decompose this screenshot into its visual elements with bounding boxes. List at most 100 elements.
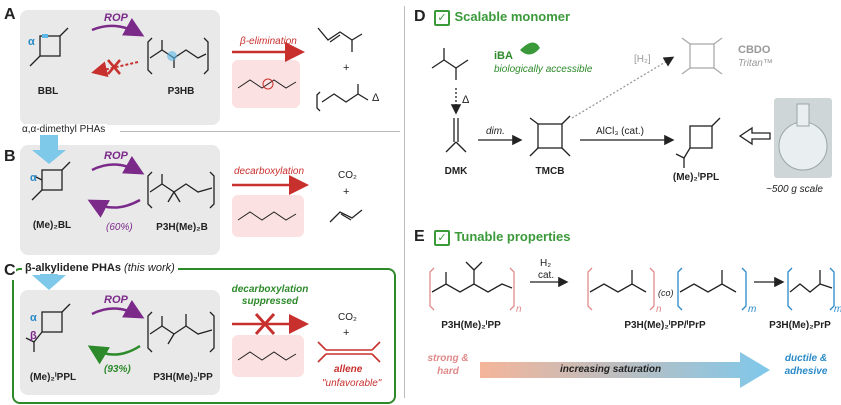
- panel-E-header: ✓ Tunable properties: [434, 228, 571, 246]
- n-sub-2: n: [656, 304, 662, 315]
- blue-down-arrow-1: [32, 135, 66, 164]
- allene-label: allene: [334, 364, 363, 375]
- alcl3-label: AlCl₃ (cat.): [596, 126, 644, 137]
- beta-label-C: β: [30, 330, 37, 342]
- vertical-divider: [404, 6, 405, 398]
- product-D-structure: [675, 117, 721, 168]
- h2-dashed-arrow: [571, 56, 675, 119]
- panel-E-letter: E: [414, 228, 425, 245]
- co-label: (co): [658, 288, 674, 298]
- panel-A-letter: A: [4, 6, 16, 23]
- red-x-C: [254, 312, 276, 336]
- p3-structure: [787, 267, 835, 311]
- scale-label: ~500 g scale: [766, 184, 823, 195]
- saturation-gradient-arrow: [480, 352, 770, 388]
- check-icon-E: ✓: [434, 230, 450, 246]
- rop-label-C: ROP: [104, 294, 128, 306]
- c-intermediate: [237, 351, 297, 361]
- panel-D-title: Scalable monomer: [454, 9, 571, 24]
- reverse-blocked-arrow-A: [91, 61, 139, 78]
- panel-D-header: ✓ Scalable monomer: [434, 8, 570, 26]
- reverse-arrow-B: [87, 198, 141, 218]
- panel-D-letter: D: [414, 8, 426, 25]
- h2-label-D: [H₂]: [634, 54, 651, 65]
- iba-structure: [431, 48, 469, 80]
- check-icon-D: ✓: [434, 10, 450, 26]
- crotonic-acid-product: [316, 84, 369, 112]
- unfavorable-label: "unfavorable": [322, 378, 382, 389]
- bbl-label: BBL: [37, 86, 59, 97]
- ductile-label: ductile & adhesive: [784, 353, 828, 377]
- panel-A-gray-box: [20, 10, 220, 125]
- alpha-label-B: α: [30, 172, 37, 184]
- b-intermediate: [237, 211, 297, 221]
- panel-C-letter: C: [4, 262, 16, 280]
- h2-label-E: H₂: [540, 258, 552, 269]
- cat-label-E: cat.: [538, 270, 555, 281]
- leaf-icon: [520, 42, 540, 55]
- p3hme2b-structure: [147, 171, 215, 209]
- rop-arrow-C: [91, 299, 145, 319]
- decarboxylation-label-B: decarboxylation: [234, 166, 305, 177]
- iba-label: iBA: [494, 50, 513, 62]
- reverse-arrow-C: [87, 344, 141, 365]
- dmk-structure: [445, 118, 467, 153]
- panel-B-letter: B: [4, 148, 16, 165]
- p3-label: P3H(Me)₂PrP: [769, 320, 831, 331]
- beta-elimination-label: β-elimination: [240, 36, 297, 47]
- p3hme2b-label: P3H(Me)₂B: [156, 222, 208, 233]
- panel-C-title-main: β-alkylidene PHAs: [25, 262, 121, 274]
- alpha-label-C: α: [30, 312, 37, 324]
- section-label: α,α-dimethyl PHAs: [20, 124, 108, 135]
- strong-label: strong & hard: [427, 353, 469, 377]
- delta-A: Δ: [372, 92, 380, 104]
- panel-C-title-note: (this work): [124, 262, 175, 274]
- tmcb-structure: [529, 115, 571, 157]
- plus-A: +: [343, 62, 350, 74]
- p3hb-structure: [147, 37, 209, 75]
- panel-B-gray-box: [20, 145, 220, 255]
- dim-label: dim.: [486, 126, 505, 137]
- me2ippl-structure: [25, 303, 71, 352]
- crotonate-product: [317, 27, 363, 52]
- rop-arrow-A: [91, 17, 145, 37]
- dmk-label: DMK: [444, 166, 468, 177]
- p3hme2ipp-structure: [147, 311, 215, 353]
- m-sub-2: m: [748, 304, 757, 315]
- section-divider-line: [120, 131, 400, 132]
- plus-C: +: [343, 327, 350, 339]
- suppressed-label: decarboxylation suppressed: [231, 284, 309, 307]
- bbl-structure: [29, 27, 69, 67]
- rop-arrow-B: [91, 155, 145, 175]
- p2-label: P3H(Me)₂ⁱPP/ⁱPrP: [624, 320, 706, 331]
- me2ippl-label: (Me)₂ⁱPPL: [29, 372, 77, 383]
- panel-C-title: β-alkylidene PHAs (this work): [22, 262, 178, 274]
- plus-B: +: [343, 186, 350, 198]
- panel-E-title: Tunable properties: [454, 229, 571, 244]
- delta-D: Δ: [462, 94, 470, 106]
- isobutylene-B: [329, 209, 363, 223]
- n-sub-1: n: [516, 304, 522, 315]
- panel-C-frame: [12, 268, 396, 404]
- alpha-label-A: α: [28, 36, 35, 48]
- rop-label-A: ROP: [104, 12, 128, 24]
- me2bl-structure: [31, 161, 71, 201]
- p2-structure: [587, 267, 747, 311]
- hollow-arrow-D: [738, 126, 771, 146]
- p1-label: P3H(Me)₂ⁱPP: [441, 320, 501, 331]
- allene-structure: [317, 341, 381, 363]
- tmcb-label: TMCB: [535, 166, 565, 177]
- red-x-A: [107, 59, 121, 75]
- p3hme2ipp-label: P3H(Me)₂ⁱPP: [153, 372, 213, 383]
- saturation-label: increasing saturation: [560, 364, 662, 375]
- flask-photo: [774, 98, 832, 178]
- cbdo-label: CBDO: [738, 44, 771, 56]
- reverse-yield-B: (60%): [106, 222, 133, 233]
- tritan-label: Tritan™: [738, 58, 773, 69]
- p3hb-label: P3HB: [167, 86, 195, 97]
- me2bl-label: (Me)₂BL: [32, 220, 72, 231]
- co2-B: CO₂: [338, 170, 357, 181]
- iba-desc: biologically accessible: [494, 64, 593, 75]
- co2-C: CO₂: [338, 312, 357, 323]
- cbdo-structure: [681, 37, 723, 75]
